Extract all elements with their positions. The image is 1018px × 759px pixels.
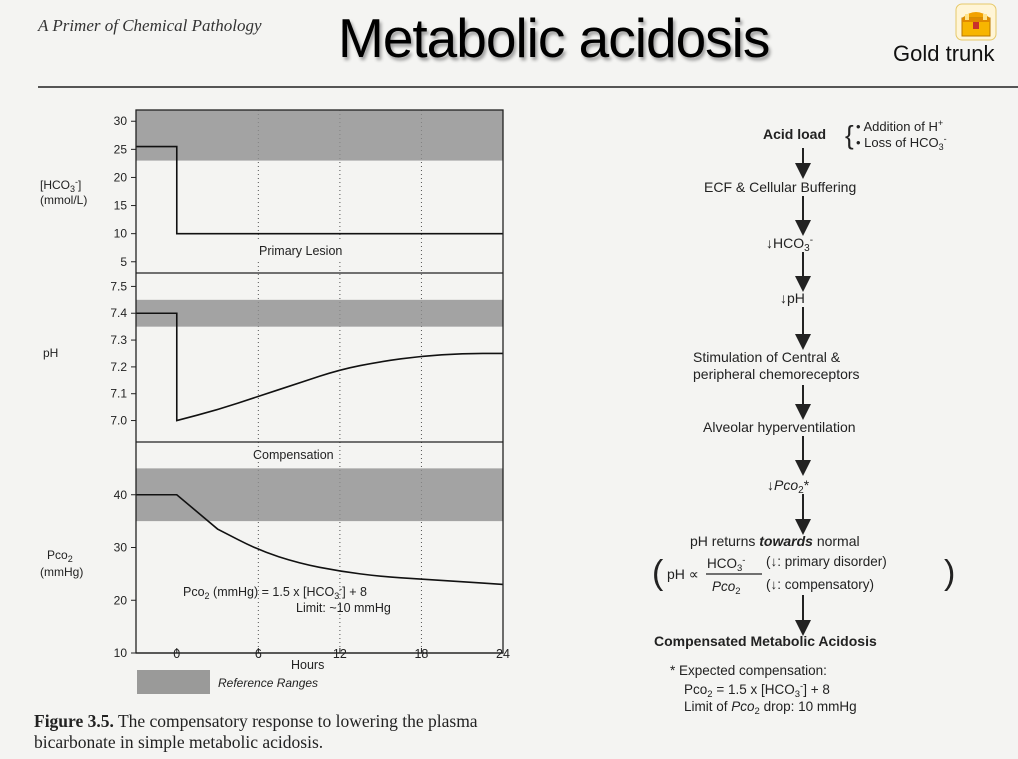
figure-grid bbox=[257, 110, 422, 653]
pco2-reference-band bbox=[136, 468, 503, 522]
treasure-chest-icon bbox=[948, 2, 1004, 42]
hco3-tick-label: 20 bbox=[114, 170, 128, 184]
equation-numerator: HCO3- bbox=[707, 555, 745, 574]
pco2-axis-units: (mmHg) bbox=[40, 565, 83, 579]
acid-load-cause-2: • Loss of HCO3- bbox=[856, 134, 947, 152]
tick-labels: 30 25 20 15 10 5 7.5 7.4 7.3 7.2 7.1 7.0 40 30 20 10 0 6 1… bbox=[110, 114, 510, 661]
equation-right-paren: ) bbox=[944, 554, 955, 592]
pco2-tick-label: 30 bbox=[114, 541, 128, 555]
pco2-tick-label: 10 bbox=[114, 646, 128, 660]
ph-tick-label: 7.5 bbox=[110, 279, 127, 293]
pco2-tick-label: 40 bbox=[114, 488, 128, 502]
acid-load-label: Acid load bbox=[763, 126, 826, 142]
hco3-tick-label: 10 bbox=[114, 227, 128, 241]
ph-tick-label: 7.3 bbox=[110, 333, 127, 347]
acid-load-flowchart: Acid load { • Addition of H+ • Loss of H… bbox=[652, 118, 955, 717]
legend-label: Reference Ranges bbox=[218, 676, 318, 690]
legend-swatch bbox=[137, 670, 210, 694]
numerator-note: (↓: primary disorder) bbox=[766, 554, 887, 569]
hco3-reference-band bbox=[136, 110, 503, 161]
ph-reference-band bbox=[136, 299, 503, 327]
footnote-title: * Expected compensation: bbox=[670, 663, 827, 678]
x-tick-label: 18 bbox=[414, 647, 428, 661]
ph-tick-label: 7.4 bbox=[110, 306, 127, 320]
step-pco2: ↓Pco2* bbox=[767, 477, 810, 496]
step-ph-returns: pH returns towards normal bbox=[690, 533, 860, 549]
caption-text: The compensatory response to lowering th… bbox=[34, 711, 478, 752]
x-tick-label: 24 bbox=[496, 647, 510, 661]
primary-lesion-bg bbox=[256, 242, 364, 259]
x-tick-label: 12 bbox=[333, 647, 347, 661]
equation-left-paren: ( bbox=[652, 554, 664, 592]
result-label: Compensated Metabolic Acidosis bbox=[654, 633, 877, 649]
primary-lesion-label: Primary Lesion bbox=[259, 244, 342, 258]
step-stimulation-2: peripheral chemoreceptors bbox=[693, 366, 860, 382]
footnote-limit: Limit of Pco2 drop: 10 mmHg bbox=[684, 699, 857, 717]
ph-tick-label: 7.1 bbox=[110, 387, 127, 401]
step-hco3: ↓HCO3- bbox=[766, 235, 813, 254]
logo-text: Gold trunk bbox=[893, 41, 995, 66]
denominator-note: (↓: compensatory) bbox=[766, 577, 874, 592]
figure-border bbox=[135, 109, 504, 654]
header-divider bbox=[38, 86, 1018, 88]
acid-load-brace: { bbox=[845, 120, 854, 150]
hco3-tick-label: 5 bbox=[120, 255, 127, 269]
pco2-limit: Limit: ~10 mmHg bbox=[296, 601, 391, 615]
pco2-curve bbox=[136, 493, 504, 586]
slide-title: Metabolic acidosis bbox=[338, 7, 770, 69]
pco2-tick-label: 20 bbox=[114, 593, 128, 607]
hco3-curve bbox=[136, 145, 503, 235]
x-axis-title: Hours bbox=[291, 658, 324, 672]
caption-bold: Figure 3.5. bbox=[34, 711, 114, 731]
step-ph: ↓pH bbox=[780, 290, 805, 306]
ph-tick-label: 7.0 bbox=[110, 414, 127, 428]
ph-axis-title: pH bbox=[43, 346, 58, 360]
reference-bands bbox=[136, 110, 503, 522]
ph-tick-label: 7.2 bbox=[110, 360, 127, 374]
step-buffering: ECF & Cellular Buffering bbox=[704, 179, 856, 195]
hco3-axis-units: (mmol/L) bbox=[40, 193, 87, 207]
acid-load-cause-1: • Addition of H+ bbox=[856, 118, 943, 134]
x-tick-label: 0 bbox=[173, 647, 180, 661]
hco3-tick-label: 25 bbox=[114, 142, 128, 156]
equation-prefix: pH ∝ bbox=[667, 566, 699, 582]
book-title: A Primer of Chemical Pathology bbox=[38, 16, 262, 35]
curves bbox=[136, 145, 504, 586]
x-tick-label: 6 bbox=[255, 647, 262, 661]
figure-caption: Figure 3.5. The compensatory response to… bbox=[34, 711, 534, 753]
hco3-tick-label: 15 bbox=[114, 199, 128, 213]
equation-denominator: Pco2 bbox=[712, 579, 741, 597]
compensation-figure: 30 25 20 15 10 5 7.5 7.4 7.3 7.2 7.1 7.0 40 30 20 10 0 6 1… bbox=[40, 109, 510, 694]
figure-frame bbox=[131, 109, 504, 654]
hco3-tick-label: 30 bbox=[114, 114, 128, 128]
footnote-formula: Pco2 = 1.5 x [HCO3-] + 8 bbox=[684, 681, 830, 700]
compensation-label: Compensation bbox=[253, 448, 334, 462]
pco2-formula: Pco2 (mmHg) = 1.5 x [HCO3-] + 8 bbox=[183, 584, 367, 601]
hco3-axis-title: [HCO3-] bbox=[40, 177, 81, 194]
ph-curve bbox=[136, 312, 503, 422]
step-hyperventilation: Alveolar hyperventilation bbox=[703, 419, 856, 435]
step-stimulation-1: Stimulation of Central & bbox=[693, 349, 841, 365]
pco2-axis-title: Pco2 bbox=[47, 548, 73, 564]
